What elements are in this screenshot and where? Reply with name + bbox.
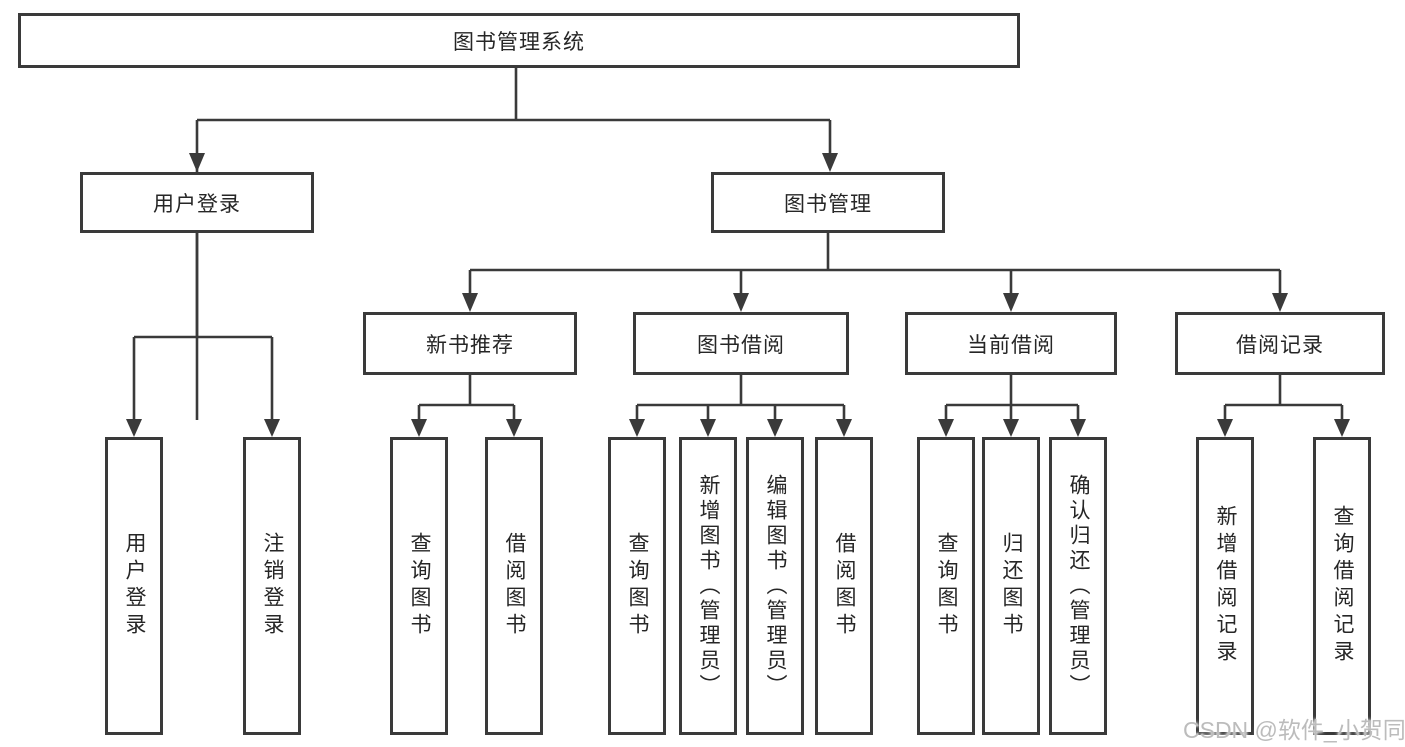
arrowhead <box>1334 419 1350 437</box>
arrowhead <box>264 419 280 437</box>
arrowhead <box>733 293 749 312</box>
leaf-query-books-borrow: 查询图书 <box>608 437 666 735</box>
csdn-watermark: CSDN @软件_小贺同学 <box>1183 717 1405 743</box>
leaf-user-login: 用户登录 <box>105 437 163 735</box>
leaf-borrow-books: 借阅图书 <box>815 437 873 735</box>
connector-book-borrow <box>635 375 846 420</box>
leaf-add-borrow-record: 新增借阅记录 <box>1196 437 1254 735</box>
leaf-label: 用户登录 <box>123 532 146 640</box>
node-book-management: 图书管理 <box>711 172 945 233</box>
leaf-edit-book-admin: 编辑图书（管理员） <box>746 437 804 735</box>
connector-new-book-recommend <box>417 375 516 420</box>
leaf-label: 借阅图书 <box>833 532 856 640</box>
leaf-label: 借阅图书 <box>503 532 526 640</box>
leaf-query-books-current: 查询图书 <box>917 437 975 735</box>
leaf-query-borrow-record: 查询借阅记录 <box>1313 437 1371 735</box>
leaf-label: 新增借阅记录 <box>1214 505 1237 667</box>
node-borrow-records: 借阅记录 <box>1175 312 1385 375</box>
connector-current-borrow <box>944 375 1080 420</box>
node-user-login: 用户登录 <box>80 172 314 233</box>
leaf-label: 新增图书（管理员） <box>697 473 720 699</box>
connector-user-login <box>132 233 274 420</box>
arrowhead <box>938 419 954 437</box>
arrowhead <box>189 153 205 172</box>
arrowhead <box>1003 419 1019 437</box>
node-new-book-recommend: 新书推荐 <box>363 312 577 375</box>
leaf-label: 归还图书 <box>1000 532 1023 640</box>
connector-book-management <box>468 233 1282 295</box>
leaf-label: 查询借阅记录 <box>1331 505 1354 667</box>
node-book-borrow: 图书借阅 <box>633 312 849 375</box>
node-root: 图书管理系统 <box>18 13 1020 68</box>
arrowhead <box>411 419 427 437</box>
arrowhead <box>629 419 645 437</box>
leaf-query-books-recommend: 查询图书 <box>390 437 448 735</box>
leaf-label: 查询图书 <box>408 532 431 640</box>
leaf-label: 查询图书 <box>626 532 649 640</box>
arrowhead <box>462 293 478 312</box>
arrowhead <box>1003 293 1019 312</box>
connector-root-branch <box>195 68 832 420</box>
arrowhead <box>1217 419 1233 437</box>
connector-borrow-records <box>1223 375 1344 420</box>
arrowhead <box>822 153 838 172</box>
node-current-borrow: 当前借阅 <box>905 312 1117 375</box>
arrowhead <box>1272 293 1288 312</box>
leaf-label: 确认归还（管理员） <box>1067 473 1090 699</box>
arrowhead <box>506 419 522 437</box>
leaf-return-books: 归还图书 <box>982 437 1040 735</box>
arrowhead <box>700 419 716 437</box>
leaf-label: 编辑图书（管理员） <box>764 473 787 699</box>
leaf-label: 查询图书 <box>935 532 958 640</box>
leaf-logout: 注销登录 <box>243 437 301 735</box>
leaf-label: 注销登录 <box>261 532 284 640</box>
leaf-add-book-admin: 新增图书（管理员） <box>679 437 737 735</box>
arrowhead <box>767 419 783 437</box>
arrowhead <box>126 419 142 437</box>
arrowhead <box>1070 419 1086 437</box>
leaf-confirm-return-admin: 确认归还（管理员） <box>1049 437 1107 735</box>
leaf-borrow-books-recommend: 借阅图书 <box>485 437 543 735</box>
arrowhead <box>836 419 852 437</box>
